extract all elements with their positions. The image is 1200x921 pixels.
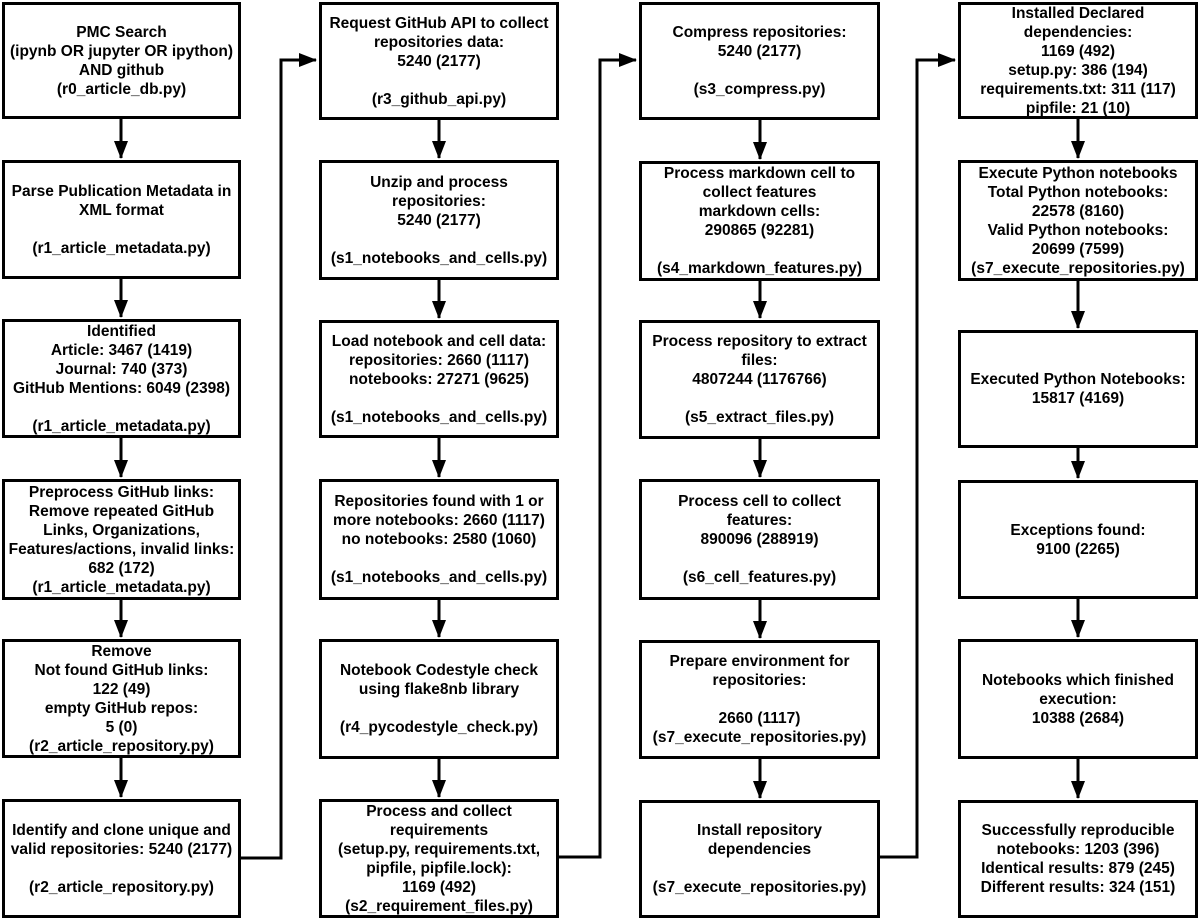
box-codestyle-check: Notebook Codestyle check using flake8nb … bbox=[319, 639, 559, 759]
box-collect-requirements: Process and collect requirements (setup.… bbox=[319, 799, 559, 918]
box-execute-notebooks: Execute Python notebooks Total Python no… bbox=[958, 160, 1198, 281]
box-finished-execution: Notebooks which finished execution: 1038… bbox=[958, 639, 1198, 759]
box-github-api-request: Request GitHub API to collect repositori… bbox=[319, 2, 559, 120]
box-pmc-search: PMC Search (ipynb OR jupyter OR ipython)… bbox=[2, 2, 241, 119]
connector-col2-to-col3 bbox=[559, 53, 637, 859]
box-markdown-features: Process markdown cell to collect feature… bbox=[639, 161, 880, 281]
box-remove-not-found: Remove Not found GitHub links: 122 (49) … bbox=[2, 639, 241, 758]
connector-col3-to-col4 bbox=[880, 53, 956, 859]
box-identified-counts: Identified Article: 3467 (1419) Journal:… bbox=[2, 319, 241, 438]
box-cell-features: Process cell to collect features: 890096… bbox=[639, 479, 880, 600]
connector-col1-to-col2 bbox=[241, 53, 317, 860]
box-executed-notebooks: Executed Python Notebooks: 15817 (4169) bbox=[958, 330, 1198, 448]
box-unzip-repositories: Unzip and process repositories: 5240 (21… bbox=[319, 160, 559, 280]
box-load-notebook-cell-data: Load notebook and cell data: repositorie… bbox=[319, 320, 559, 438]
box-parse-metadata: Parse Publication Metadata in XML format… bbox=[2, 160, 241, 279]
box-clone-repositories: Identify and clone unique and valid repo… bbox=[2, 799, 241, 918]
box-install-dependencies: Install repository dependencies (s7_exec… bbox=[639, 800, 880, 918]
box-extract-files: Process repository to extract files: 480… bbox=[639, 320, 880, 439]
box-installed-dependencies: Installed Declared dependencies: 1169 (4… bbox=[958, 2, 1198, 119]
box-reproducible-notebooks: Successfully reproducible notebooks: 120… bbox=[958, 800, 1198, 918]
box-preprocess-github-links: Preprocess GitHub links: Remove repeated… bbox=[2, 479, 241, 600]
box-compress-repositories: Compress repositories: 5240 (2177) (s3_c… bbox=[639, 2, 880, 120]
box-prepare-environment: Prepare environment for repositories: 26… bbox=[639, 640, 880, 759]
box-repositories-with-notebooks: Repositories found with 1 or more notebo… bbox=[319, 479, 559, 600]
box-exceptions-found: Exceptions found: 9100 (2265) bbox=[958, 480, 1198, 599]
